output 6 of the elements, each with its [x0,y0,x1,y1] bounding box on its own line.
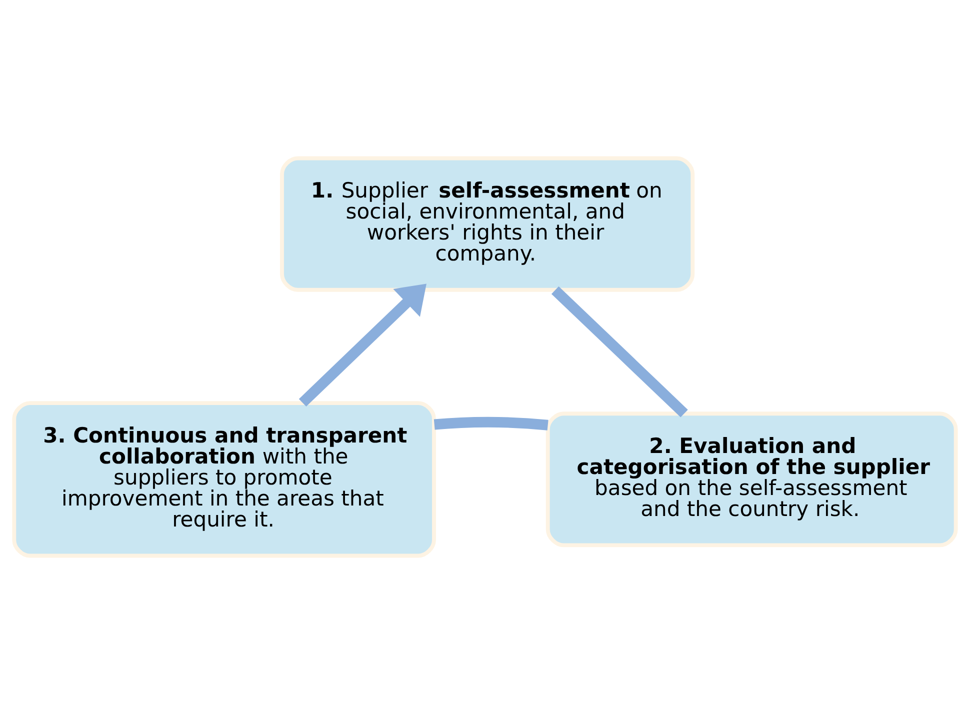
node-box: 1. Supplier self-assessment on social, environmental, and workers' rights in their company. [280,156,695,292]
connector [551,286,688,417]
node-box: 2. Evaluation and categorisation of the supplier based on the self-assessment and the country risk. [546,411,958,547]
connector [434,416,548,430]
node-box: 3. Continuous and transparent collaboration with the suppliers to promote improvement in the areas that require it. [12,400,436,558]
arrow [298,283,426,406]
